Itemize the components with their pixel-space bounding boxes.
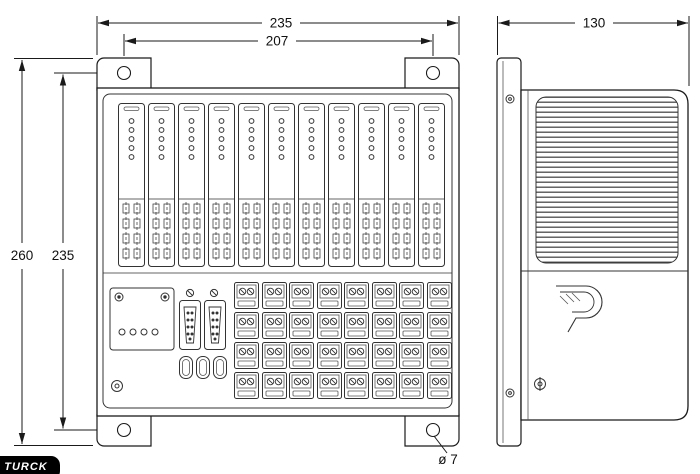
- dimension-overall-height: 260: [11, 58, 93, 446]
- terminal-block: [372, 312, 397, 339]
- dimension-overall-width: 235: [96, 16, 460, 55]
- plate-screws: [505, 94, 515, 398]
- module-slot: [238, 103, 265, 267]
- terminal-block: [289, 312, 314, 339]
- terminal-block: [262, 312, 287, 339]
- terminal-block: [399, 342, 424, 369]
- dim-label-overall-width: 235: [270, 16, 293, 31]
- mounting-hole: [116, 422, 132, 438]
- vent-grille: [535, 96, 679, 264]
- terminal-block: [372, 282, 397, 309]
- dim-label-hole-diameter: ø 7: [438, 452, 458, 467]
- front-panel: [102, 93, 453, 409]
- module-slot: [268, 103, 295, 267]
- terminal-block: [317, 342, 342, 369]
- terminal-block: [427, 282, 452, 309]
- module-slot: [298, 103, 325, 267]
- status-panel: [109, 287, 175, 351]
- dim-label-hole-spacing-height: 235: [52, 248, 75, 263]
- cable-clamp: [213, 356, 227, 379]
- terminal-block: [317, 312, 342, 339]
- terminal-block: [262, 342, 287, 369]
- dsub-connector: [179, 300, 201, 350]
- mounting-hole: [425, 422, 441, 438]
- dim-label-depth: 130: [583, 16, 606, 31]
- terminal-block: [234, 372, 259, 399]
- terminal-block: [344, 282, 369, 309]
- din-rail-clip: [556, 285, 603, 333]
- terminal-block: [372, 342, 397, 369]
- terminal-block: [262, 282, 287, 309]
- terminal-block: [372, 372, 397, 399]
- module-slot: [358, 103, 385, 267]
- logo-background: [0, 456, 60, 474]
- mounting-hole: [425, 65, 441, 81]
- terminal-block: [289, 282, 314, 309]
- terminal-block: [234, 312, 259, 339]
- module-slots: [118, 103, 445, 267]
- module-slot: [118, 103, 145, 267]
- hole-diameter-callout: ø 7: [433, 435, 458, 467]
- terminal-block: [234, 342, 259, 369]
- terminal-block: [399, 372, 424, 399]
- terminal-block: [344, 312, 369, 339]
- cable-clamps: [179, 356, 227, 379]
- panel-screw: [111, 380, 123, 392]
- terminal-block: [344, 342, 369, 369]
- terminal-block: [427, 372, 452, 399]
- module-slot: [388, 103, 415, 267]
- dsub-connector: [204, 300, 226, 350]
- module-slot: [208, 103, 235, 267]
- module-slot: [328, 103, 355, 267]
- terminal-block: [344, 372, 369, 399]
- terminal-block: [262, 372, 287, 399]
- status-leds: [118, 328, 159, 336]
- cable-clamp: [196, 356, 210, 379]
- terminal-block: [234, 282, 259, 309]
- mounting-hole: [116, 65, 132, 81]
- side-view: [496, 57, 689, 447]
- side-mounting-plate: [496, 57, 522, 447]
- terminal-block: [317, 372, 342, 399]
- terminal-block: [317, 282, 342, 309]
- mounting-holes: [116, 65, 441, 438]
- dim-label-overall-height: 260: [11, 248, 34, 263]
- terminal-block: [399, 282, 424, 309]
- logo-text: TURCK: [4, 461, 48, 473]
- module-slot: [148, 103, 175, 267]
- terminal-block: [289, 372, 314, 399]
- ground-screw: [534, 377, 546, 391]
- module-slot: [178, 103, 205, 267]
- module-slot: [418, 103, 445, 267]
- dim-label-hole-spacing-width: 207: [266, 34, 289, 49]
- dimension-depth: 130: [497, 16, 690, 86]
- logo: TURCK: [0, 456, 60, 474]
- front-view: [96, 57, 460, 447]
- dimension-hole-spacing-width: 207: [123, 34, 434, 56]
- cable-clamp: [179, 356, 193, 379]
- terminal-block: [289, 342, 314, 369]
- dsub-connectors: [179, 288, 226, 350]
- terminal-block: [427, 312, 452, 339]
- terminal-block: [427, 342, 452, 369]
- terminal-block: [399, 312, 424, 339]
